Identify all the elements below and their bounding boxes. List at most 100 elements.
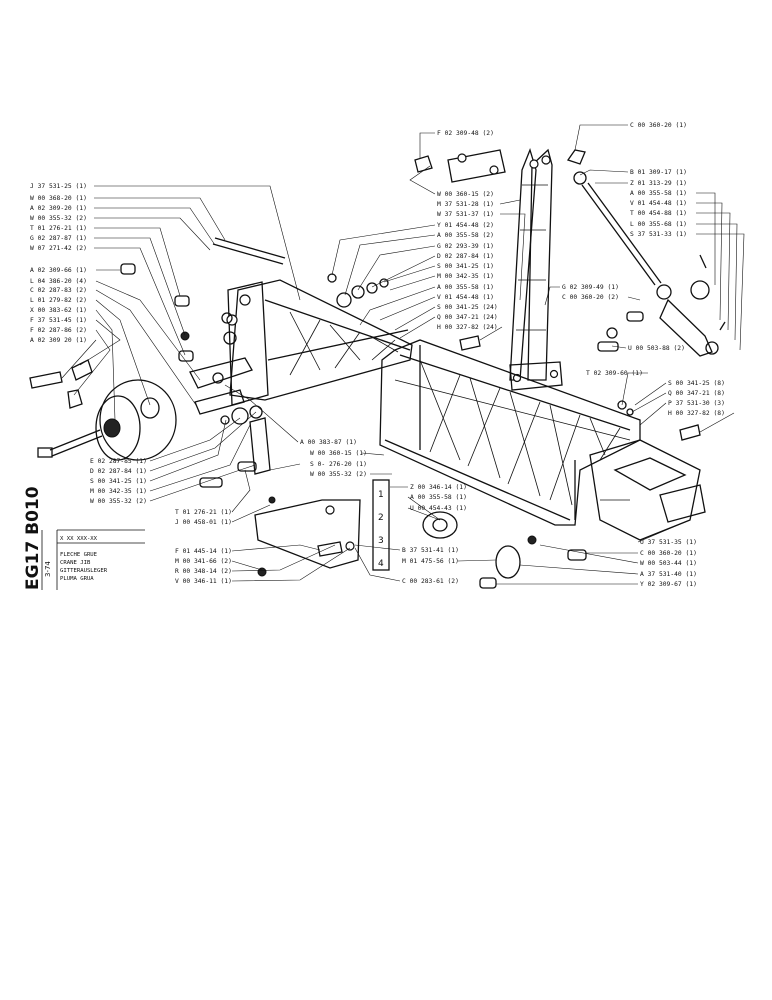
tower-base <box>509 361 563 391</box>
leader-line <box>696 212 731 331</box>
callout-label: M 00 342-35 (1) <box>437 273 494 280</box>
main-brace <box>509 391 541 497</box>
main-chord <box>384 439 571 521</box>
link-bar <box>189 357 253 389</box>
leader-line <box>95 299 151 406</box>
main-chord <box>399 354 631 431</box>
callout-label: M 01 475-56 (1) <box>402 558 459 565</box>
tie-rod-assembly <box>566 149 726 357</box>
callout-label: S 00 341-25 (24) <box>437 304 498 311</box>
nut <box>257 567 267 577</box>
link-plate <box>414 149 506 183</box>
leader-line <box>61 339 97 379</box>
callout-label: M 00 342-35 (1) <box>90 488 147 495</box>
leader-line <box>399 316 436 339</box>
rear-brace <box>289 319 321 376</box>
main-brace <box>507 401 541 485</box>
callout-label: F 37 531-45 (1) <box>30 317 87 324</box>
leader-line <box>500 213 526 301</box>
bushing <box>495 545 521 579</box>
main-lattice-section <box>379 339 641 526</box>
washer <box>379 278 389 288</box>
leader-line <box>631 392 667 413</box>
bush <box>174 295 190 307</box>
nut <box>268 496 276 504</box>
tower-pin-hole <box>541 155 551 165</box>
axle <box>49 429 101 451</box>
leader-line <box>621 372 648 406</box>
callout-label: A 02 309-66 (1) <box>30 267 87 274</box>
leader-line <box>94 197 226 241</box>
callout-label: A 37 531-40 (1) <box>640 571 697 578</box>
leader-line <box>634 382 667 406</box>
leader-line <box>231 544 321 552</box>
callout-label: A 00 355-58 (1) <box>410 494 467 501</box>
rear-hole <box>239 294 251 306</box>
callout-label: A 00 383-87 (1) <box>300 439 357 446</box>
jib-head-plate <box>659 484 706 523</box>
main-brace <box>549 404 573 506</box>
pin <box>626 311 644 322</box>
tower-post <box>509 148 537 381</box>
leader-line <box>389 275 436 291</box>
leader-line <box>224 384 299 443</box>
callout-label: S 00 341-25 (1) <box>90 478 147 485</box>
bush <box>178 350 194 362</box>
leader-line <box>539 544 639 564</box>
rod-eye <box>656 284 672 300</box>
title-de: GITTERAUSLEGER <box>60 568 108 574</box>
rear-brace <box>329 324 361 361</box>
leader-line <box>361 452 385 456</box>
main-chord <box>394 379 631 441</box>
shaft <box>214 237 286 259</box>
jib-head <box>589 439 706 541</box>
callout-label: E 02 287-85 (1) <box>90 458 147 465</box>
tag-strip <box>372 479 390 571</box>
leader-line <box>611 345 627 349</box>
callout-label: A 02 309-20 (1) <box>30 205 87 212</box>
tag-number: 2 <box>378 513 384 523</box>
leader-line <box>94 227 181 297</box>
leader-line <box>94 217 211 251</box>
tag-number: 4 <box>378 559 384 569</box>
main-brace <box>467 387 501 467</box>
leader-line <box>544 286 560 306</box>
bushing <box>422 511 458 539</box>
jib-foot-tower <box>509 148 563 391</box>
clip <box>414 155 433 173</box>
callout-label: W 00 355-32 (2) <box>90 498 147 505</box>
jib-head-body <box>589 439 701 541</box>
leader-line <box>231 469 251 513</box>
numbered-tags: 1 2 3 4 <box>372 479 390 571</box>
washer <box>336 292 352 308</box>
rear-lattice-section <box>226 279 413 406</box>
left-small-parts <box>29 237 286 504</box>
leader-lines <box>61 124 745 585</box>
callout-label: Z 01 313-29 (1) <box>630 180 687 187</box>
main-frame-outline <box>379 339 641 526</box>
tie-rod <box>587 182 662 284</box>
leader-line <box>354 544 401 551</box>
pin <box>567 549 587 561</box>
leader-line <box>357 245 436 291</box>
bracket-body <box>254 499 361 569</box>
callout-label: M 00 341-66 (2) <box>175 558 232 565</box>
pin <box>566 149 586 165</box>
pin <box>237 461 257 472</box>
tie-rod <box>581 184 656 286</box>
callout-label: V 00 346-11 (1) <box>175 578 232 585</box>
callout-label: W 00 360-15 (2) <box>437 191 494 198</box>
leader-line <box>696 202 723 321</box>
callout-group-right: C 00 360-20 (1) B 01 309-17 (1) Z 01 313… <box>562 122 725 417</box>
pin <box>199 477 223 488</box>
title-fr: FLECHE GRUE <box>60 552 98 558</box>
cotter-pin <box>699 254 707 269</box>
callout-label: C 00 360-20 (1) <box>630 122 687 129</box>
tower-post <box>527 148 553 381</box>
callout-label: U 00 454-43 (1) <box>410 505 467 512</box>
callout-group-lower-left: E 02 287-85 (1) D 02 287-84 (1) S 00 341… <box>90 458 232 585</box>
callout-label: A 02 309 20 (1) <box>30 337 87 344</box>
callout-label: S 0- 276-20 (1) <box>310 461 367 468</box>
leader-line <box>231 544 336 572</box>
callout-label: V 01 454-48 (1) <box>630 200 687 207</box>
